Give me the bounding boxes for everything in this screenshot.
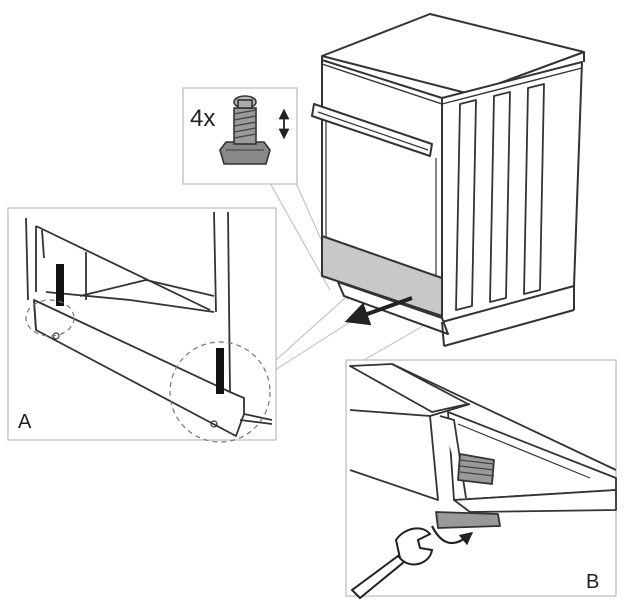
panel-a: A [7, 207, 277, 443]
panel-b: B [345, 359, 617, 600]
panel-a-label: A [18, 411, 32, 433]
dishwasher-illustration [311, 13, 585, 347]
panel-b-label: B [586, 571, 599, 593]
adjustable-foot-icon [219, 95, 271, 165]
plinth-panel [321, 235, 443, 317]
rotate-arrow-icon [431, 525, 474, 546]
foot-quantity-label: 4x [190, 105, 215, 132]
wrench-icon [350, 527, 434, 600]
pull-out-arrow-icon [344, 296, 413, 326]
inset-foot: 4x [182, 87, 298, 185]
